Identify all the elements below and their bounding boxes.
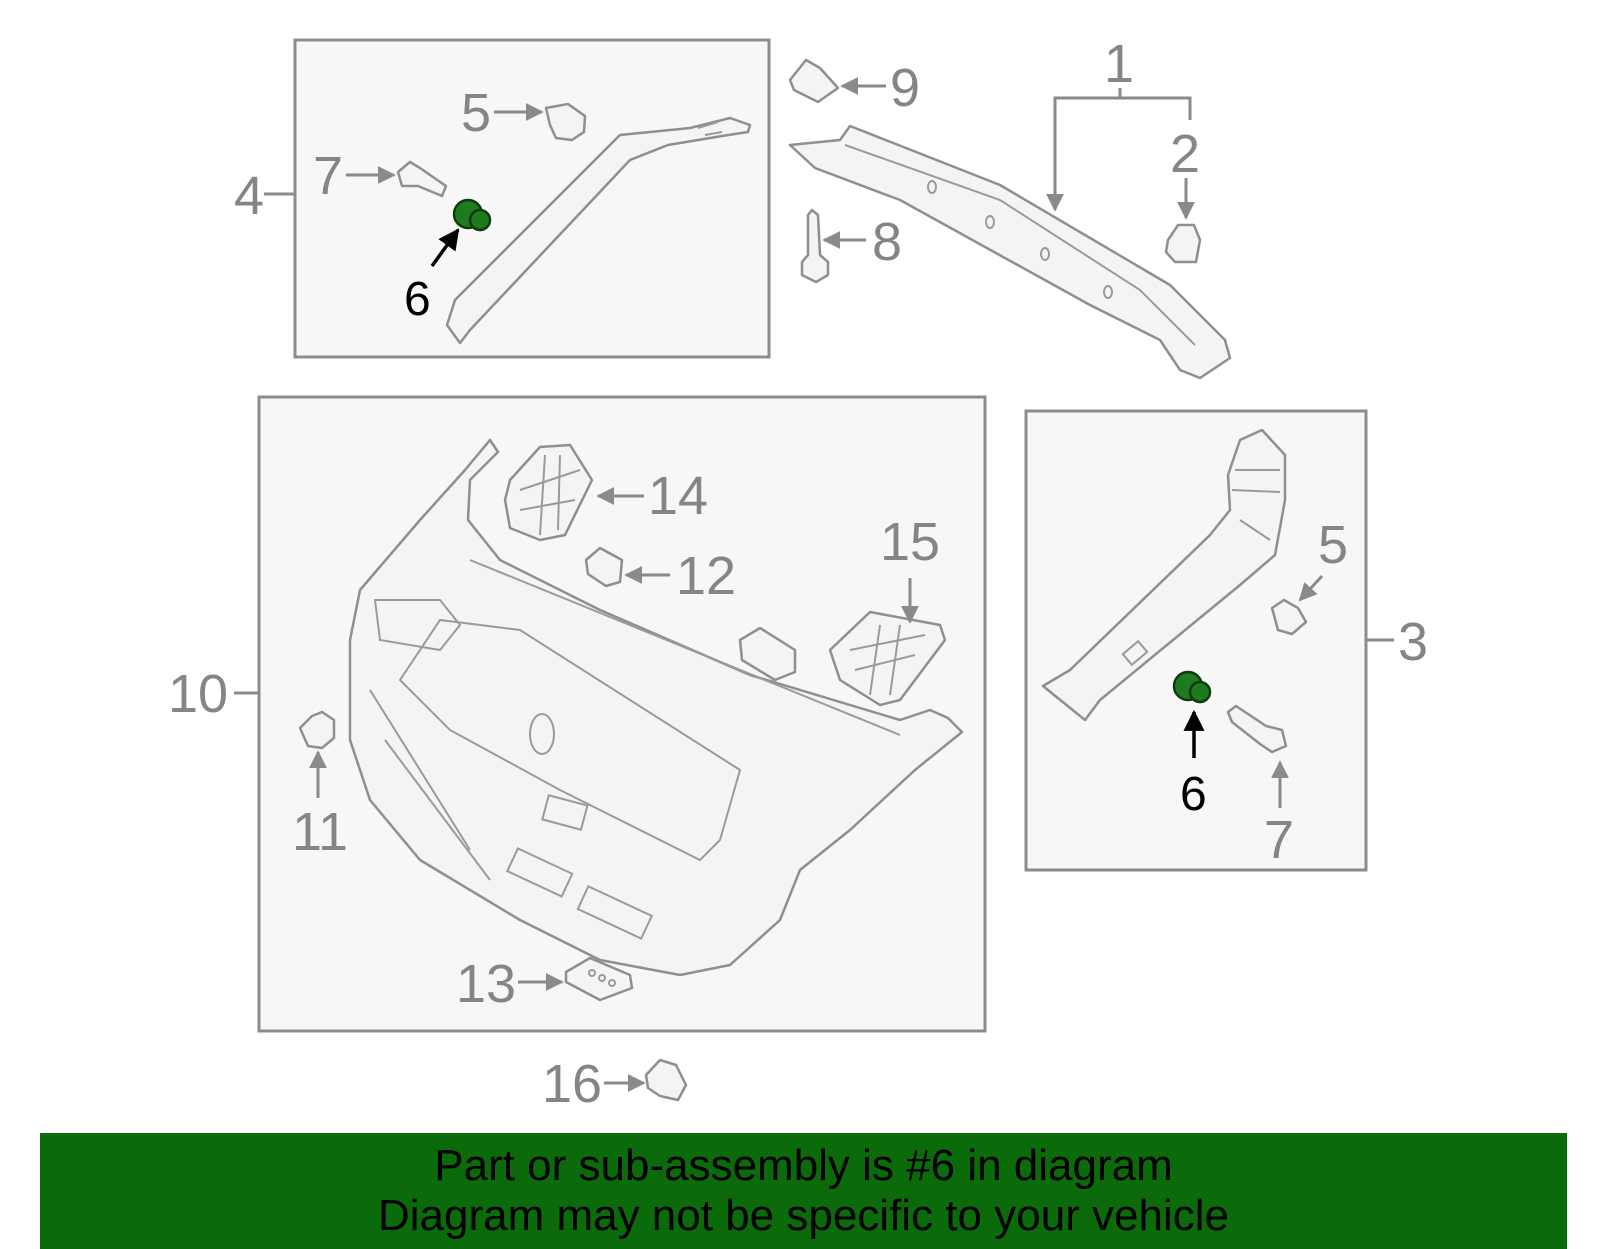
leader-6-left <box>430 228 460 268</box>
callout-10: 10 <box>168 664 228 724</box>
part-6-clip-left-highlight[interactable] <box>452 198 492 232</box>
part-11-push-pin <box>298 710 336 750</box>
banner-line-1: Part or sub-assembly is #6 in diagram <box>434 1141 1173 1190</box>
callout-8: 8 <box>872 212 902 272</box>
part-14-handle-cover <box>503 443 594 542</box>
group-box-4 <box>293 38 771 359</box>
part-7-screw-right <box>1226 704 1288 754</box>
callout-13: 13 <box>456 954 516 1014</box>
callout-6-left: 6 <box>404 273 431 326</box>
part-5-clip-left <box>544 102 587 142</box>
callout-14: 14 <box>648 466 708 526</box>
callout-6-right: 6 <box>1180 768 1207 821</box>
part-6-clip-right-highlight[interactable] <box>1172 670 1212 704</box>
part-10-liftgate-panel <box>348 438 964 977</box>
group-box-3 <box>1024 409 1368 872</box>
part-15-handle-cover <box>828 610 947 707</box>
part-4-pillar-trim <box>445 116 752 345</box>
part-7-screw-left <box>396 160 448 198</box>
callout-16: 16 <box>542 1054 602 1114</box>
callout-7-left: 7 <box>313 146 343 206</box>
part-9-clip <box>788 58 840 104</box>
callout-15: 15 <box>880 512 940 572</box>
part-8-bolt <box>800 208 830 284</box>
callout-9: 9 <box>890 58 920 118</box>
callout-2: 2 <box>1170 124 1200 184</box>
callout-4: 4 <box>234 166 264 226</box>
part-3-pillar-trim <box>1041 428 1287 722</box>
callout-3: 3 <box>1398 612 1428 672</box>
info-banner: Part or sub-assembly is #6 in diagram Di… <box>40 1133 1567 1249</box>
callout-12: 12 <box>676 546 736 606</box>
part-13-pad <box>564 956 634 1002</box>
part-2-clip <box>1164 223 1202 264</box>
leader-5-right <box>1298 574 1324 602</box>
banner-line-2: Diagram may not be specific to your vehi… <box>377 1191 1230 1240</box>
part-16-clip <box>644 1058 688 1102</box>
callout-5-right: 5 <box>1318 515 1348 575</box>
bracket <box>738 626 797 682</box>
callout-7-right: 7 <box>1264 810 1294 870</box>
callout-1: 1 <box>1104 34 1134 94</box>
part-5-clip-right <box>1270 598 1308 636</box>
part-1-rail-trim <box>788 124 1232 380</box>
callout-5-left: 5 <box>461 83 491 143</box>
part-12-clip <box>584 546 624 588</box>
callout-11: 11 <box>292 802 348 862</box>
